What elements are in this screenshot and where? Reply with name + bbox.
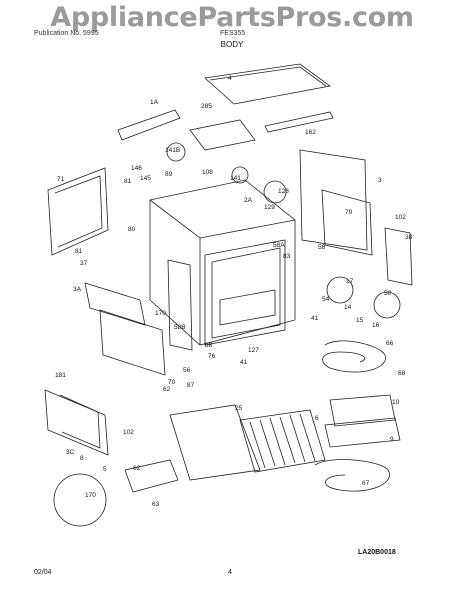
- callout-label: 3C: [66, 449, 75, 456]
- callout-label: 54: [322, 296, 330, 303]
- part-right-side-panel: [321, 189, 373, 256]
- callout-label: 285: [201, 103, 212, 110]
- callout-label: 58A: [273, 242, 285, 249]
- part-side-strip: [167, 259, 193, 351]
- callout-label: 181: [55, 372, 66, 379]
- callout-label: 6: [315, 415, 319, 422]
- callout-label: 10: [392, 399, 400, 406]
- callout-label: 58B: [174, 324, 186, 331]
- callout-label: 146: [131, 165, 142, 172]
- callout-label: 14: [344, 304, 352, 311]
- callout-label: 50: [384, 290, 392, 297]
- part-broil-pan-insert: [329, 394, 396, 427]
- callout-label: 76: [208, 353, 216, 360]
- part-right-rear-panel: [299, 149, 368, 251]
- callout-label: 127: [248, 347, 259, 354]
- callout-label: 81: [75, 248, 83, 255]
- callout-label: 15: [356, 317, 364, 324]
- part-ignitor-bracket: [124, 459, 179, 493]
- part-oven-body: [149, 179, 296, 346]
- callout-label: 70: [168, 379, 176, 386]
- callout-label: 1A: [150, 99, 159, 106]
- callout-label: 102: [395, 214, 406, 221]
- callout-label: 62: [163, 386, 171, 393]
- callout-label: 170: [85, 492, 96, 499]
- callout-label: 162: [305, 129, 316, 136]
- part-rear-trim: [264, 111, 334, 133]
- callout-label: 83: [283, 253, 291, 260]
- model-number: FES355: [220, 30, 246, 37]
- part-callouts: 1A 4 285 162 141B 89 146 145 108 141 71 …: [55, 75, 413, 508]
- callout-label: 38: [405, 234, 413, 241]
- callout-label: 3A: [73, 286, 82, 293]
- page-number: 4: [228, 569, 232, 576]
- callout-label: 141B: [165, 147, 180, 154]
- callout-label: 5: [103, 466, 107, 473]
- callout-label: 66: [386, 340, 394, 347]
- callout-label: 67: [362, 480, 370, 487]
- callout-label: 17: [346, 278, 354, 285]
- part-oven-cavity: [204, 239, 286, 346]
- callout-label: 4: [228, 75, 232, 82]
- callout-label: 8: [80, 455, 84, 462]
- diagram-code: LA20B0018: [358, 549, 396, 556]
- callout-label: 25: [235, 405, 243, 412]
- part-back-brace: [117, 109, 181, 141]
- callout-label: 88: [205, 342, 213, 349]
- callout-label: 41: [311, 315, 319, 322]
- part-left-side-panel: [47, 167, 109, 256]
- part-side-bracket: [384, 227, 413, 286]
- callout-label: 41: [240, 359, 248, 366]
- callout-label: 37: [80, 260, 88, 267]
- part-oven-rack: [239, 409, 326, 473]
- publication-number: Publication No. 5995: [34, 30, 99, 37]
- callout-label: 2A: [244, 197, 253, 204]
- part-top-panel: [204, 63, 331, 105]
- callout-label: 102: [123, 429, 134, 436]
- callout-label: 129: [264, 204, 275, 211]
- callout-label: 170: [155, 310, 166, 317]
- part-switch-141: [231, 166, 249, 184]
- callout-label: 62: [133, 465, 141, 472]
- part-front-frame-lower: [84, 282, 146, 326]
- callout-label: 63: [152, 501, 160, 508]
- part-leveler-detail: [53, 473, 107, 527]
- callout-label: 56: [183, 367, 191, 374]
- watermark: AppliancePartsPros.com: [50, 2, 414, 33]
- part-bake-element: [322, 340, 386, 373]
- callout-label: 68: [398, 370, 406, 377]
- callout-label: 87: [187, 382, 195, 389]
- section-title: BODY: [220, 40, 244, 49]
- callout-label: 70: [345, 209, 353, 216]
- part-drawer-frame: [44, 389, 109, 456]
- callout-label: 80: [128, 226, 136, 233]
- part-lower-front-panel: [99, 309, 166, 376]
- callout-label: 81: [124, 178, 132, 185]
- part-burner-detail: [373, 291, 401, 319]
- part-broil-element: [314, 459, 390, 492]
- part-fan-128: [263, 180, 287, 204]
- callout-label: 89: [165, 171, 173, 178]
- callout-label: 58: [318, 244, 326, 251]
- part-thermostat-141B: [166, 142, 186, 162]
- callout-label: 108: [202, 169, 213, 176]
- part-bottom-panel: [169, 404, 261, 481]
- callout-label: 16: [372, 322, 380, 329]
- callout-label: 141: [230, 175, 241, 182]
- callout-label: 9: [390, 436, 394, 443]
- footer-date: 02/04: [34, 569, 52, 576]
- callout-label: 145: [140, 175, 151, 182]
- callout-label: 128: [278, 188, 289, 195]
- callout-label: 71: [57, 176, 65, 183]
- part-insulation-top: [189, 119, 256, 151]
- callout-label: 3: [378, 177, 382, 184]
- part-knob-detail: [326, 276, 354, 304]
